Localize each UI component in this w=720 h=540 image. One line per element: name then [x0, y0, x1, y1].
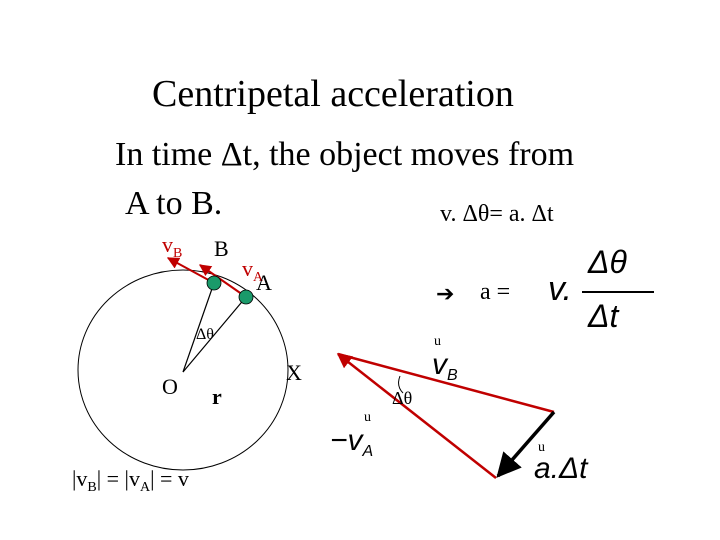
- triangle-label-minus-va: −vA: [330, 424, 374, 460]
- velocity-a-arrow: [199, 264, 247, 298]
- page-title: Centripetal acceleration: [152, 73, 514, 115]
- point-b-marker: [206, 275, 222, 291]
- label-point-b: B: [214, 236, 229, 261]
- triangle-label-a-dt: a.Δt: [534, 452, 588, 485]
- velocity-b-arrow: [166, 257, 215, 284]
- triangle-a-dt-arrow: [496, 410, 556, 478]
- formula-denominator: Δt: [588, 298, 619, 334]
- triangle-vb-arrow: [336, 353, 497, 479]
- formula-numerator: Δθ: [588, 244, 627, 280]
- label-delta-theta-circle: Δθ: [196, 326, 214, 343]
- circular-path: [77, 269, 289, 471]
- vector-mark-vb: u: [434, 334, 441, 349]
- radius-to-b: [182, 282, 215, 373]
- vector-mark-va: u: [364, 410, 371, 425]
- formula-a-equals: a =: [480, 279, 511, 305]
- label-x: X: [286, 360, 302, 385]
- label-va: vA: [242, 256, 264, 285]
- description-line-2: A to B.: [125, 185, 223, 222]
- label-origin-o: O: [162, 374, 178, 399]
- label-vb: vB: [162, 232, 183, 261]
- fraction-bar: [582, 291, 654, 293]
- angle-arc: [398, 375, 404, 394]
- magnitude-equation: |vB| = |vA| = v: [72, 466, 189, 495]
- implies-arrow-icon: ➔: [436, 281, 455, 306]
- triangle-label-delta-theta: Δθ: [392, 388, 413, 408]
- triangle-label-vb: vB: [432, 348, 458, 384]
- triangle-minus-va-line: [337, 352, 555, 414]
- description-line-1: In time Δt, the object moves from: [115, 136, 575, 173]
- vector-mark-a: u: [538, 440, 545, 455]
- relation-equation: v. Δθ= a. Δt: [440, 201, 554, 227]
- radius-to-a: [182, 296, 247, 373]
- formula-v: v.: [548, 270, 572, 308]
- point-a-marker: [238, 289, 254, 305]
- label-radius-r: r: [212, 384, 222, 409]
- label-point-a: A: [256, 270, 272, 295]
